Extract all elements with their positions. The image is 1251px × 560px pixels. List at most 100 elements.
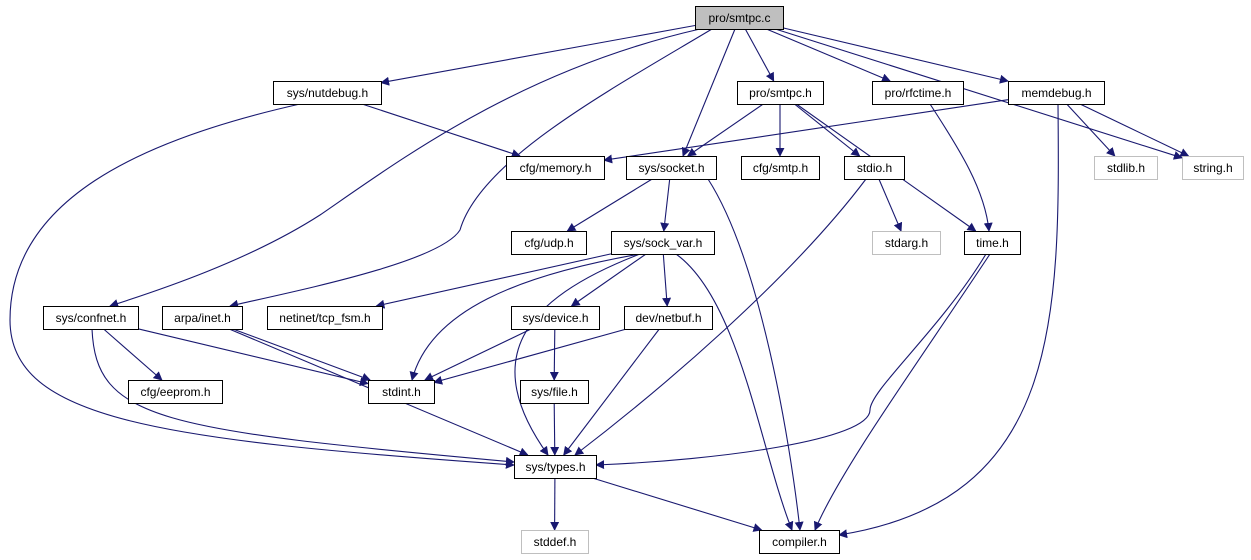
edge-time-to-types xyxy=(595,253,987,470)
edge-root-to-smtpc_h xyxy=(744,28,775,82)
node-box-netbuf xyxy=(624,306,713,330)
edge-netbuf-to-stdint xyxy=(433,328,627,385)
edge-socket-to-udp xyxy=(566,178,653,232)
node-label-stdarg: stdarg.h xyxy=(885,236,928,250)
node-tcp_fsm[interactable]: netinet/tcp_fsm.h xyxy=(267,306,383,330)
node-label-compiler: compiler.h xyxy=(772,535,827,549)
edge-smtpc_h-to-stdio xyxy=(794,103,861,157)
edge-device-to-stdint xyxy=(424,328,532,381)
node-box-compiler xyxy=(759,530,840,554)
node-time[interactable]: time.h xyxy=(964,231,1021,255)
edge-memdebug-to-stdlib xyxy=(1066,103,1116,157)
node-box-stdarg xyxy=(872,231,941,255)
node-label-eeprom: cfg/eeprom.h xyxy=(140,385,210,399)
node-label-udp: cfg/udp.h xyxy=(524,236,573,250)
node-box-eeprom xyxy=(128,380,223,404)
node-box-stdint xyxy=(368,380,435,404)
edge-root-to-socket xyxy=(681,28,736,157)
node-file[interactable]: sys/file.h xyxy=(520,380,589,404)
node-eeprom[interactable]: cfg/eeprom.h xyxy=(128,380,223,404)
node-label-stdlib: stdlib.h xyxy=(1107,161,1145,175)
edge-sock_var-to-device xyxy=(570,253,647,307)
node-label-confnet: sys/confnet.h xyxy=(56,311,127,325)
node-types[interactable]: sys/types.h xyxy=(514,455,597,479)
edge-sock_var-to-netbuf xyxy=(662,253,672,307)
node-box-smtp xyxy=(741,156,820,180)
node-label-root: pro/smtpc.c xyxy=(708,11,770,25)
node-stdlib[interactable]: stdlib.h xyxy=(1094,156,1158,180)
node-label-inet: arpa/inet.h xyxy=(174,311,231,325)
edge-confnet-to-eeprom xyxy=(103,328,163,381)
node-box-stdlib xyxy=(1094,156,1158,180)
node-label-rfctime: pro/rfctime.h xyxy=(885,86,952,100)
node-label-sock_var: sys/sock_var.h xyxy=(624,236,703,250)
edge-memdebug-to-memory xyxy=(603,99,1009,164)
node-memory[interactable]: cfg/memory.h xyxy=(506,156,605,180)
node-stdio[interactable]: stdio.h xyxy=(844,156,905,180)
node-box-confnet xyxy=(43,306,139,330)
node-smtpc_h[interactable]: pro/smtpc.h xyxy=(737,81,824,105)
node-confnet[interactable]: sys/confnet.h xyxy=(43,306,139,330)
node-inet[interactable]: arpa/inet.h xyxy=(162,306,243,330)
edge-nutdebug-to-types xyxy=(9,103,515,469)
edge-confnet-to-stdint xyxy=(137,328,369,387)
edge-sock_var-to-types xyxy=(514,253,641,456)
edge-stdio-to-stdarg xyxy=(878,178,903,232)
node-box-types xyxy=(514,455,597,479)
node-box-inet xyxy=(162,306,243,330)
node-label-stdio: stdio.h xyxy=(857,161,892,175)
edge-sock_var-to-compiler xyxy=(675,253,794,531)
node-socket[interactable]: sys/socket.h xyxy=(626,156,717,180)
node-box-root xyxy=(695,6,784,30)
node-box-udp xyxy=(511,231,587,255)
node-compiler[interactable]: compiler.h xyxy=(759,530,840,554)
node-stdarg[interactable]: stdarg.h xyxy=(872,231,941,255)
node-label-stddef: stddef.h xyxy=(534,535,577,549)
node-box-nutdebug xyxy=(273,81,382,105)
node-stddef[interactable]: stddef.h xyxy=(521,530,589,554)
node-label-nutdebug: sys/nutdebug.h xyxy=(287,86,368,100)
edge-inet-to-stdint xyxy=(232,328,371,382)
node-label-file: sys/file.h xyxy=(531,385,578,399)
edge-root-to-string xyxy=(775,28,1183,160)
node-label-tcp_fsm: netinet/tcp_fsm.h xyxy=(279,311,370,325)
node-netbuf[interactable]: dev/netbuf.h xyxy=(624,306,713,330)
node-label-string: string.h xyxy=(1193,161,1232,175)
node-box-string xyxy=(1182,156,1244,180)
edge-memdebug-to-string xyxy=(1079,103,1190,157)
node-label-smtp: cfg/smtp.h xyxy=(753,161,808,175)
node-box-device xyxy=(511,306,600,330)
node-label-netbuf: dev/netbuf.h xyxy=(635,311,701,325)
node-box-memory xyxy=(506,156,605,180)
node-string[interactable]: string.h xyxy=(1182,156,1244,180)
node-box-rfctime xyxy=(872,81,964,105)
edge-time-to-compiler xyxy=(813,253,991,531)
node-box-memdebug xyxy=(1008,81,1105,105)
node-rfctime[interactable]: pro/rfctime.h xyxy=(872,81,964,105)
node-udp[interactable]: cfg/udp.h xyxy=(511,231,587,255)
node-root[interactable]: pro/smtpc.c xyxy=(695,6,784,30)
node-box-socket xyxy=(626,156,717,180)
node-stdint[interactable]: stdint.h xyxy=(368,380,435,404)
node-nutdebug[interactable]: sys/nutdebug.h xyxy=(273,81,382,105)
node-device[interactable]: sys/device.h xyxy=(511,306,600,330)
edge-file-to-types xyxy=(550,402,560,456)
edge-root-to-confnet xyxy=(109,28,701,308)
node-label-types: sys/types.h xyxy=(525,460,585,474)
edge-smtpc_h-to-socket xyxy=(686,103,764,157)
node-sock_var[interactable]: sys/sock_var.h xyxy=(611,231,715,255)
edge-confnet-to-types xyxy=(91,328,515,466)
edge-types-to-compiler xyxy=(592,477,763,532)
edge-root-to-nutdebug xyxy=(380,24,696,86)
node-memdebug[interactable]: memdebug.h xyxy=(1008,81,1105,105)
node-label-time: time.h xyxy=(976,236,1009,250)
node-box-smtpc_h xyxy=(737,81,824,105)
node-smtp[interactable]: cfg/smtp.h xyxy=(741,156,820,180)
node-box-sock_var xyxy=(611,231,715,255)
edge-stdio-to-types xyxy=(574,178,867,456)
edge-nutdebug-to-memory xyxy=(361,103,521,158)
node-box-time xyxy=(964,231,1021,255)
edge-root-to-inet xyxy=(229,28,713,309)
